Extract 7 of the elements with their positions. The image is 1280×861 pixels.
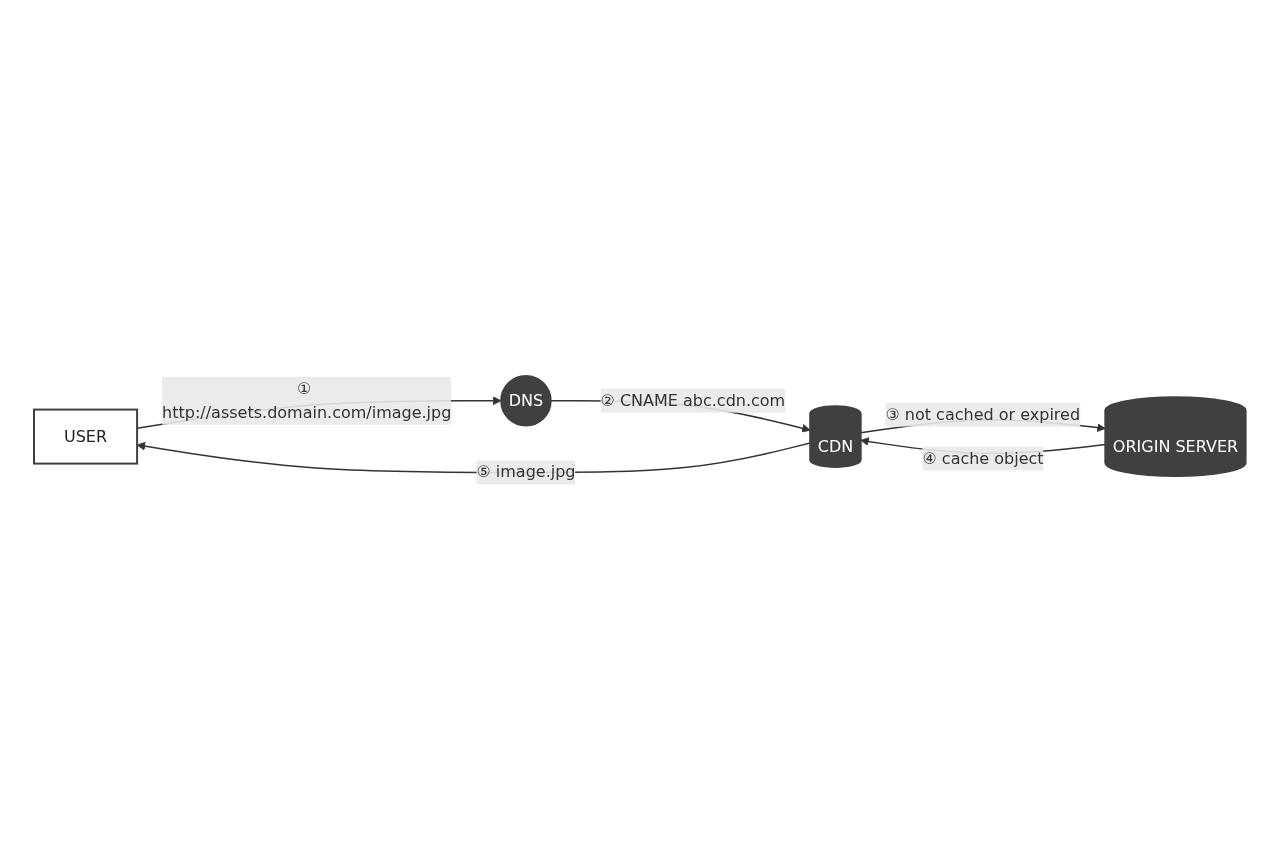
node-circle: DNS — [500, 375, 552, 427]
edge-label: ④ cache object — [922, 448, 1044, 468]
edge-label: ② CNAME abc.cdn.com — [600, 390, 786, 410]
edge-label: ① http://assets.domain.com/image.jpg — [162, 378, 452, 422]
edge-label: ③ not cached or expired — [885, 404, 1081, 424]
node-box: USER — [33, 408, 139, 465]
edge-label: ⑤ image.jpg — [476, 462, 576, 482]
